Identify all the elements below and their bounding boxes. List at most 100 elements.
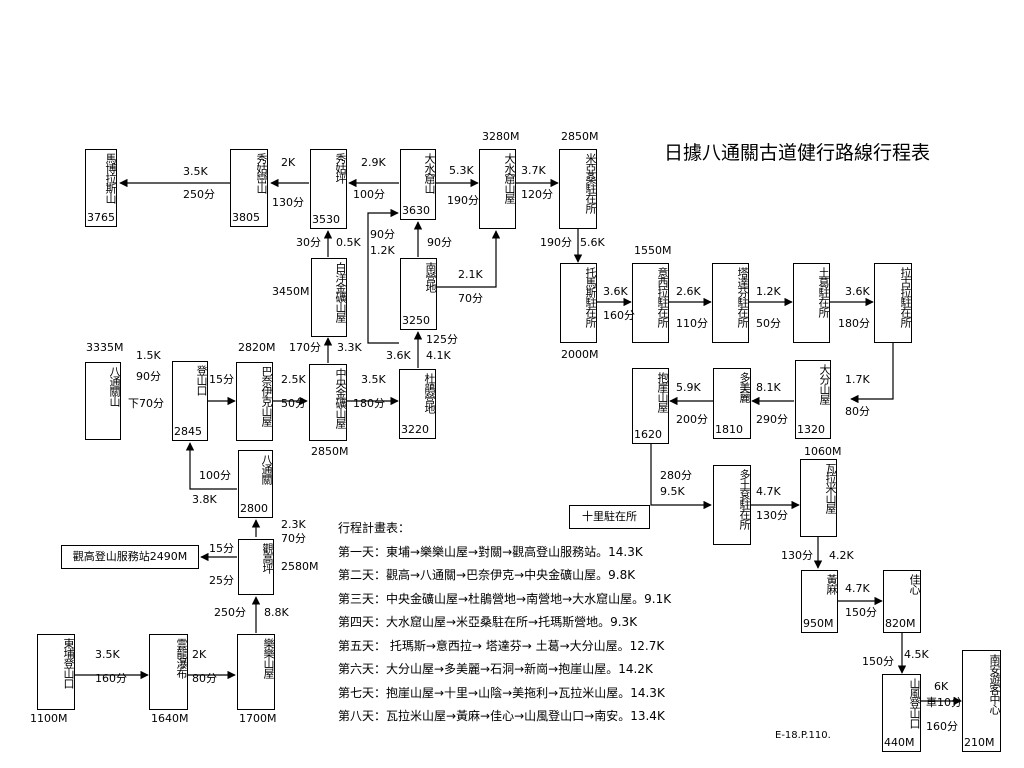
node-xiuguping: 秀姑坪 3530 bbox=[310, 149, 347, 229]
plan-day-7: 第七天：抱崖山屋→十里→山陰→美拖利→瓦拉米山屋。14.3K bbox=[338, 685, 665, 700]
e12-dist: 2.6K bbox=[676, 285, 701, 298]
node-batongguanshan: 八通關山 bbox=[85, 362, 121, 440]
e13-time: 50分 bbox=[756, 317, 781, 330]
edge-nanying-dashuikuwu bbox=[437, 230, 501, 288]
node-label: 佳心 bbox=[908, 574, 921, 594]
e32-dist: 8.8K bbox=[264, 606, 289, 619]
e07-time: 30分 bbox=[296, 236, 321, 249]
e28-time: 70分 bbox=[281, 532, 306, 545]
node-altitude: 1810 bbox=[715, 423, 743, 436]
e14-dist: 3.6K bbox=[845, 285, 870, 298]
node-miyasang: 米亞桑駐在所 bbox=[559, 149, 597, 229]
node-huangma: 黃麻 950M bbox=[801, 570, 838, 633]
node-altitude: 3805 bbox=[232, 211, 260, 224]
node-dafen: 大分山屋 1320 bbox=[795, 360, 831, 439]
node-nanying: 南營地 3250 bbox=[400, 258, 437, 330]
node-label: 塔達芬駐在所 bbox=[736, 267, 749, 327]
node-nanan: 南安遊客中心 210M bbox=[962, 650, 1001, 752]
e13-dist: 1.2K bbox=[756, 285, 781, 298]
node-yunlong: 雲龍瀑布 bbox=[149, 634, 188, 710]
e33-dist: 3.5K bbox=[95, 648, 120, 661]
node-mabolas: 馬博拉斯山 3765 bbox=[85, 149, 117, 227]
e32-time: 250分 bbox=[214, 606, 246, 619]
node-label: 拉古拉駐在所 bbox=[899, 267, 912, 327]
node-label: 巴奈伊克山屋 bbox=[260, 366, 273, 426]
edge-baoya-duotugun bbox=[650, 443, 712, 510]
e15-time: 170分 bbox=[289, 341, 321, 354]
plan-day-5: 第五天： 托瑪斯→意西拉→ 塔達芬→ 土葛→大分山屋。12.7K bbox=[338, 638, 665, 653]
node-label: 南安遊客中心 bbox=[988, 654, 1001, 714]
node-duomeili: 多美麗 1810 bbox=[713, 368, 751, 439]
e31-dist: 4.7K bbox=[845, 582, 870, 595]
e36-time2: 160分 bbox=[926, 720, 958, 733]
node-altitude: 1320 bbox=[797, 423, 825, 436]
elev-yixila: 1550M bbox=[634, 244, 672, 257]
node-label: 八通關山 bbox=[108, 366, 121, 406]
node-altitude: 3220 bbox=[401, 423, 429, 436]
node-label: 大水窟山 bbox=[423, 153, 436, 193]
e14-time: 180分 bbox=[838, 317, 870, 330]
e21-dist: 3.5K bbox=[361, 373, 386, 386]
e24-time: 200分 bbox=[676, 413, 708, 426]
node-lele: 樂樂山屋 bbox=[237, 634, 275, 710]
node-guangao-station: 觀高登山服務站2490M bbox=[61, 545, 199, 569]
itinerary-plan: 行程計畫表： 第一天：東埔→樂樂山屋→對關→觀高登山服務站。14.3K 第二天：… bbox=[338, 517, 671, 729]
node-altitude: 3630 bbox=[402, 204, 430, 217]
e21-time: 180分 bbox=[353, 397, 385, 410]
node-tuomasi: 托馬斯駐在所 bbox=[560, 263, 597, 343]
e17-dist: 4.1K bbox=[426, 349, 451, 362]
e05-dist: 3.7K bbox=[521, 164, 546, 177]
e06-time: 190分 bbox=[540, 236, 572, 249]
e02-time: 130分 bbox=[272, 196, 304, 209]
node-zhongyang: 中央金礦山屋 bbox=[309, 364, 347, 441]
elev-yunlong: 1640M bbox=[151, 712, 189, 725]
e34-dist: 2K bbox=[192, 648, 207, 661]
node-label: 東埔登山口 bbox=[62, 638, 75, 688]
node-label: 黃麻 bbox=[825, 574, 838, 594]
node-walami: 瓦拉米山屋 bbox=[800, 459, 837, 537]
node-baoya: 抱崖山屋 1620 bbox=[632, 368, 669, 444]
e01-dist: 3.5K bbox=[183, 165, 208, 178]
node-label: 中央金礦山屋 bbox=[334, 368, 347, 428]
elev-baiyang: 3450M bbox=[272, 285, 310, 298]
node-yixila: 意西拉駐在所 bbox=[632, 263, 669, 343]
e20-dist: 2.5K bbox=[281, 373, 306, 386]
plan-day-6: 第六天：大分山屋→多美麗→石洞→新崗→抱崖山屋。14.2K bbox=[338, 662, 653, 676]
node-altitude: 440M bbox=[884, 736, 915, 749]
e04-time: 190分 bbox=[447, 194, 479, 207]
e10-time: 70分 bbox=[458, 292, 483, 305]
e35-time: 150分 bbox=[862, 655, 894, 668]
e18-time2: 下70分 bbox=[128, 397, 164, 410]
node-label: 登山口 bbox=[195, 365, 208, 395]
node-label: 秀姑坪 bbox=[334, 153, 347, 183]
node-label: 觀高坪 bbox=[261, 543, 274, 573]
node-dashuikuwu: 大水窟山屋 bbox=[479, 149, 516, 229]
e02-dist: 2K bbox=[281, 156, 296, 169]
node-altitude: 3530 bbox=[312, 213, 340, 226]
diagram-title: 日據八通關古道健行路線行程表 bbox=[664, 142, 931, 164]
node-shanfeng: 山風登山口 440M bbox=[882, 674, 921, 752]
elev-dashuikuwu: 3280M bbox=[482, 130, 520, 143]
plan-day-2: 第二天：觀高→八通關→巴奈伊克→中央金礦山屋。9.8K bbox=[338, 568, 636, 582]
elev-lele: 1700M bbox=[239, 712, 277, 725]
node-label: 多美麗 bbox=[738, 372, 751, 402]
node-lagula: 拉古拉駐在所 bbox=[874, 263, 912, 343]
e03-time: 100分 bbox=[353, 188, 385, 201]
e20-time: 50分 bbox=[281, 397, 306, 410]
elev-miyasang: 2850M bbox=[561, 130, 599, 143]
e29-time2: 25分 bbox=[209, 574, 234, 587]
e18-dist: 1.5K bbox=[136, 349, 161, 362]
edge-lagula-dafen bbox=[850, 343, 894, 404]
e03-dist: 2.9K bbox=[361, 156, 386, 169]
plan-day-3: 第三天：中央金礦山屋→杜鵑營地→南營地→大水窟山屋。9.1K bbox=[338, 591, 672, 606]
node-jiaxin: 佳心 820M bbox=[883, 570, 921, 633]
reference-code: E-18.P.110. bbox=[775, 730, 831, 741]
e17-time: 125分 bbox=[426, 333, 458, 346]
e05-time: 120分 bbox=[521, 188, 553, 201]
plan-day-4: 第四天：大水窟山屋→米亞桑駐在所→托瑪斯營地。9.3K bbox=[338, 615, 638, 629]
e23-time: 290分 bbox=[756, 413, 788, 426]
e23-dist: 8.1K bbox=[756, 381, 781, 394]
e36-dist: 6K bbox=[934, 680, 949, 693]
